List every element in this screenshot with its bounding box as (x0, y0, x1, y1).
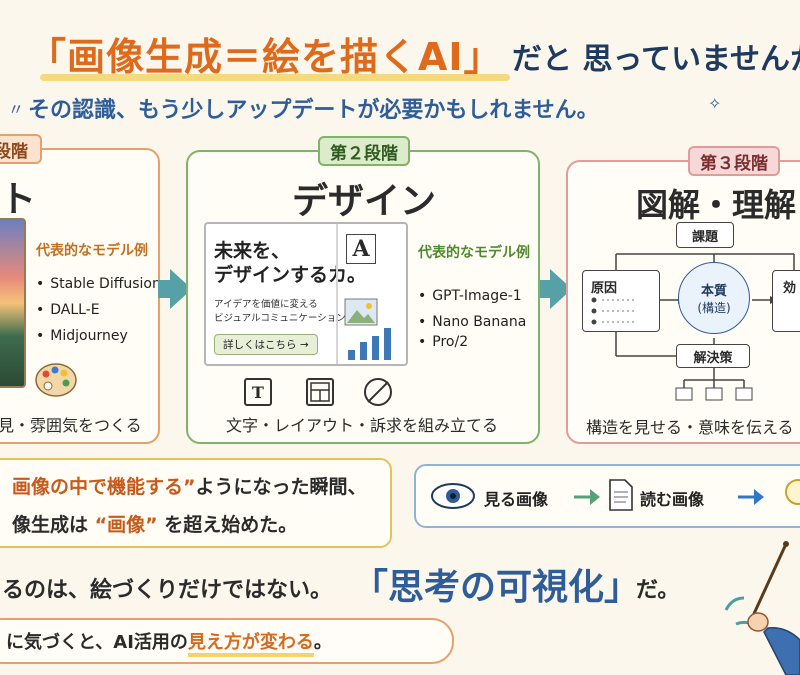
arrow-right-icon (574, 489, 600, 505)
bar-graphic-icon (348, 328, 391, 360)
diagram-node-solution: 解決策 (676, 344, 750, 368)
stage2-models-heading: 代表的なモデル例 (418, 245, 530, 261)
eye-icon (431, 483, 475, 509)
insight-line1: 画像の中で機能する”ようになった瞬間、 (12, 472, 367, 499)
stage2-badge: 第２段階 (318, 136, 410, 166)
insight-line2-post: を超え始めた。 (164, 514, 298, 536)
subheadline: 〃 その認識、もう少しアップデートが必要かもしれません。 ✧ (0, 90, 800, 124)
insight-box: 画像の中で機能する”ようになった瞬間、 像生成は “画像” を超え始めた。 (0, 458, 392, 548)
image-modes-box (414, 464, 800, 528)
stage2-model-item: Nano Banana (418, 314, 526, 330)
diagram-node-effect: 効 (772, 270, 800, 332)
arrow-right-icon (738, 489, 764, 505)
stage1-footer: 見・雰囲気をつくる (0, 416, 142, 435)
layout-icon (306, 378, 334, 406)
headline: 「画像生成＝絵を描くAI」 だと 思っていませんか (0, 16, 800, 86)
flow-arrow-shaft (540, 280, 552, 298)
insight-line1-emphasis: 画像の中で機能する” (12, 476, 196, 498)
headline-tail: だと 思っていませんか (512, 42, 800, 77)
stage1-model-item: Stable Diffusion (36, 276, 161, 292)
key-statement-emphasis: 「思考の可視化」 (352, 567, 641, 608)
design-mockup: 未来を、 デザインするカ。 アイデアを価値に変える ビジュアルコミュニケーション… (204, 222, 408, 366)
mode-see-label: 見る画像 (484, 490, 549, 509)
diagram-node-issue: 課題 (676, 222, 734, 248)
stage1-panel (0, 148, 160, 444)
mock-subtitle-line1: アイデアを価値に変える (214, 299, 318, 310)
footer-text-post: 。 (313, 632, 332, 653)
stage3-footer: 構造を見せる・意味を伝える (586, 418, 794, 437)
palette-icon (35, 363, 77, 397)
presenter-illustration (724, 541, 800, 675)
mock-subtitle-line2: ビジュアルコミュニケーション (214, 313, 346, 324)
image-placeholder-icon (344, 298, 378, 326)
sparkle-icon: ✧ (708, 94, 722, 113)
diagram-node-cause-label: 原因 (591, 281, 618, 296)
stage1-model-item: DALL-E (36, 302, 99, 318)
pen-nib-icon (364, 378, 392, 406)
insight-line2-pre: 像生成は (12, 514, 89, 536)
insight-line2-emphasis: “画像” (94, 514, 158, 536)
key-statement-lead: るのは、絵づくりだけではない。 (2, 578, 333, 603)
document-icon (609, 479, 633, 511)
headline-main: 「画像生成＝絵を描くAI」 (28, 35, 503, 79)
diagram-node-essence-sub: (構造) (697, 301, 731, 315)
stage1-model-item: Midjourney (36, 328, 127, 344)
diagram-node-essence-label: 本質 (700, 284, 727, 299)
footer-text-emphasis: 見え方が変わる (187, 632, 314, 657)
footer-text: に気づくと、AI活用の見え方が変わる。 (6, 628, 332, 657)
stage2-model-item-continued: Pro/2 (418, 334, 468, 350)
flow-arrow-shaft (158, 280, 172, 298)
mock-title-line1: 未来を、 (214, 240, 291, 262)
font-glyph-icon: A (346, 234, 376, 264)
footer-text-pre: に気づくと、AI活用の (6, 632, 188, 653)
subheadline-text: その認識、もう少しアップデートが必要かもしれません。 (28, 98, 599, 123)
stage2-title: デザイン (292, 181, 437, 222)
mock-divider (336, 224, 338, 364)
diagram-node-essence: 本質 (構造) (678, 262, 750, 334)
insight-line2: 像生成は “画像” を超え始めた。 (12, 510, 297, 537)
mock-details-button: 詳しくはこちら → (214, 334, 318, 355)
diagram-node-effect-label: 効 (783, 281, 797, 296)
key-statement: るのは、絵づくりだけではない。 「思考の可視化」 だ。 (0, 556, 800, 612)
stage1-title: ト (0, 179, 37, 220)
mode-read-label: 読む画像 (640, 490, 705, 509)
headline-underline (40, 74, 510, 81)
stage3-badge: 第３段階 (688, 146, 780, 176)
sparkle-icon: 〃 (8, 100, 25, 119)
stage2-footer: 文字・レイアウト・訴求を組み立てる (226, 416, 499, 435)
bullet-list-icon (591, 297, 634, 325)
stage2-model-item: GPT-Image-1 (418, 288, 521, 304)
stage3-title: 図解・理解 (636, 186, 797, 224)
text-tool-icon: T (244, 378, 272, 406)
mock-title-line2: デザインするカ。 (214, 264, 367, 286)
footer-bubble: に気づくと、AI活用の見え方が変わる。 (0, 618, 454, 664)
key-statement-tail: だ。 (636, 578, 680, 603)
stage1-badge: 段階 (0, 134, 42, 164)
insight-line1-rest: ようになった瞬間、 (195, 476, 367, 498)
stage1-models-heading: 代表的なモデル例 (36, 243, 148, 259)
lightbulb-icon (785, 479, 800, 505)
landscape-painting (0, 218, 26, 388)
